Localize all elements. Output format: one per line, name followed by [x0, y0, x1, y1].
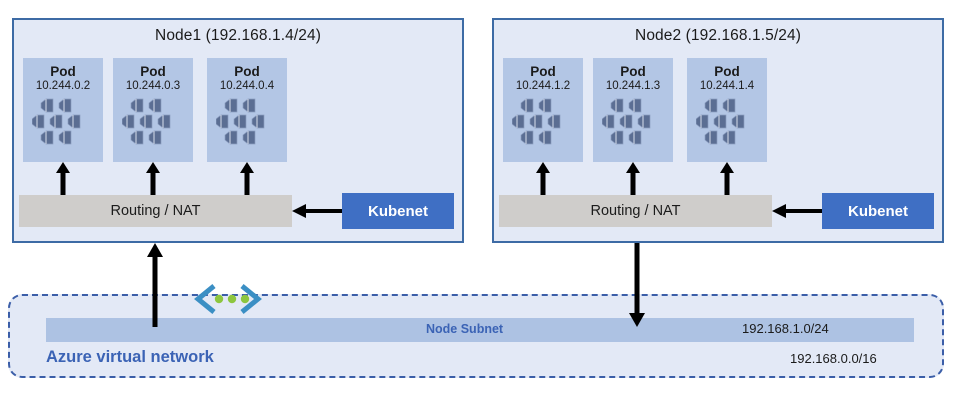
kubenet-label: Kubenet [368, 202, 428, 220]
pod-ip: 10.244.0.2 [35, 80, 91, 92]
pod-cluster-icon [602, 98, 651, 145]
pod-label: Pod [530, 64, 556, 79]
pod-box-node1-pod1[interactable]: Pod 10.244.0.2 [23, 58, 103, 162]
pod-box-node2-pod2[interactable]: Pod 10.244.1.3 [593, 58, 673, 162]
kubenet-to-routing-arrow-node2 [772, 204, 822, 218]
azure-vnet-cidr: 192.168.0.0/16 [790, 351, 877, 366]
kubenet-box-node2[interactable]: Kubenet [822, 193, 934, 229]
pod-cluster-icon [216, 98, 265, 145]
kubenet-to-routing-arrow-node1 [292, 204, 342, 218]
pod-ip: 10.244.0.4 [219, 80, 275, 92]
pod-cluster-icon [32, 98, 81, 145]
node-title-node2: Node2 (192.168.1.5/24) [635, 27, 801, 44]
pod-label: Pod [714, 64, 740, 79]
routing-nat-label: Routing / NAT [590, 203, 681, 219]
peering-chevron-icon [194, 284, 262, 314]
pod-ip: 10.244.0.3 [125, 80, 181, 92]
node-subnet-cidr: 192.168.1.0/24 [742, 321, 829, 336]
pod-label: Pod [234, 64, 260, 79]
pod-ip: 10.244.1.4 [699, 80, 755, 92]
node-title-node1: Node1 (192.168.1.4/24) [155, 27, 321, 44]
node-box-node1[interactable]: Node1 (192.168.1.4/24) Pod 10.244.0.2 Po… [12, 18, 464, 243]
pod-cluster-icon [122, 98, 171, 145]
pod-box-node1-pod3[interactable]: Pod 10.244.0.4 [207, 58, 287, 162]
kubenet-label: Kubenet [848, 202, 908, 220]
node-subnet-bar[interactable] [46, 318, 914, 342]
pod-label: Pod [140, 64, 166, 79]
azure-vnet-label: Azure virtual network [46, 348, 214, 366]
pod-label: Pod [620, 64, 646, 79]
pod-cluster-icon [512, 98, 561, 145]
pod-ip: 10.244.1.2 [515, 80, 571, 92]
pod-ip: 10.244.1.3 [605, 80, 661, 92]
pod-cluster-icon [696, 98, 745, 145]
node2-to-subnet-arrow [629, 243, 645, 327]
node1-to-subnet-arrow [147, 243, 163, 327]
node-box-node2[interactable]: Node2 (192.168.1.5/24) Pod 10.244.1.2 Po… [492, 18, 944, 243]
routing-nat-label: Routing / NAT [110, 203, 201, 219]
routing-nat-bar-node2[interactable]: Routing / NAT [499, 195, 772, 227]
pod-box-node2-pod3[interactable]: Pod 10.244.1.4 [687, 58, 767, 162]
routing-nat-bar-node1[interactable]: Routing / NAT [19, 195, 292, 227]
pod-box-node2-pod1[interactable]: Pod 10.244.1.2 [503, 58, 583, 162]
pod-box-node1-pod2[interactable]: Pod 10.244.0.3 [113, 58, 193, 162]
azure-vnet-box[interactable]: Node Subnet 192.168.1.0/24 Azure virtual… [8, 294, 944, 378]
node-subnet-label: Node Subnet [426, 322, 504, 336]
pod-label: Pod [50, 64, 76, 79]
kubenet-box-node1[interactable]: Kubenet [342, 193, 454, 229]
